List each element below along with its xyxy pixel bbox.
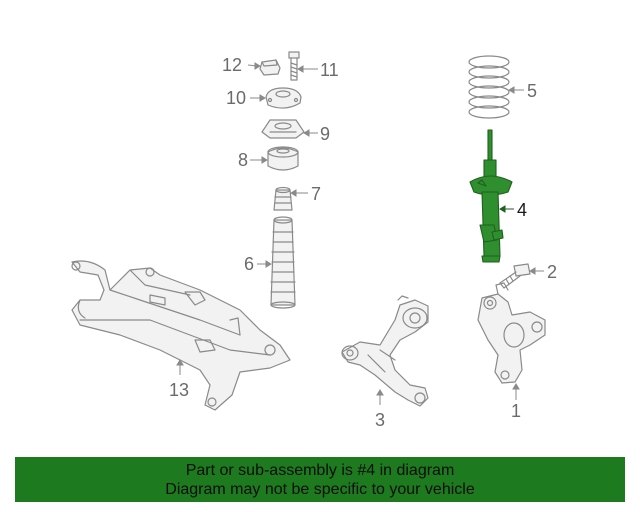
part-4-strut-assembly[interactable]	[469, 129, 513, 263]
callout-9: 9	[320, 124, 331, 144]
part-2-bolt[interactable]	[499, 263, 531, 289]
part-7-bump-stop[interactable]	[273, 186, 293, 211]
callout-6: 6	[244, 254, 255, 274]
part-11-bolt[interactable]	[288, 51, 300, 81]
callout-1: 1	[511, 401, 522, 421]
callout-5: 5	[527, 81, 538, 101]
banner-line-2: Diagram may not be specific to your vehi…	[165, 481, 475, 498]
callout-2: 2	[547, 262, 558, 282]
part-8-spring-seat[interactable]	[267, 146, 299, 171]
part-5-coil-spring[interactable]	[468, 55, 510, 119]
part-6-dust-boot[interactable]	[270, 216, 296, 309]
banner-line-1: Part or sub-assembly is #4 in diagram	[185, 462, 455, 479]
part-3-control-arm[interactable]	[341, 295, 429, 407]
part-1-knuckle[interactable]	[477, 282, 546, 384]
callout-13: 13	[169, 380, 190, 400]
callout-4: 4	[517, 200, 528, 220]
part-9-strut-bearing[interactable]	[261, 119, 305, 139]
parts-diagram	[71, 51, 546, 411]
callout-12: 12	[222, 55, 243, 75]
callout-8: 8	[238, 150, 249, 170]
part-12-nut[interactable]	[259, 59, 281, 76]
part-10-upper-mount[interactable]	[265, 87, 302, 109]
callout-10: 10	[226, 88, 247, 108]
callout-11: 11	[320, 60, 339, 80]
part-13-subframe[interactable]	[71, 260, 291, 411]
callout-3: 3	[375, 410, 386, 430]
info-banner: Part or sub-assembly is #4 in diagram Di…	[15, 457, 625, 502]
callout-7: 7	[311, 184, 322, 204]
